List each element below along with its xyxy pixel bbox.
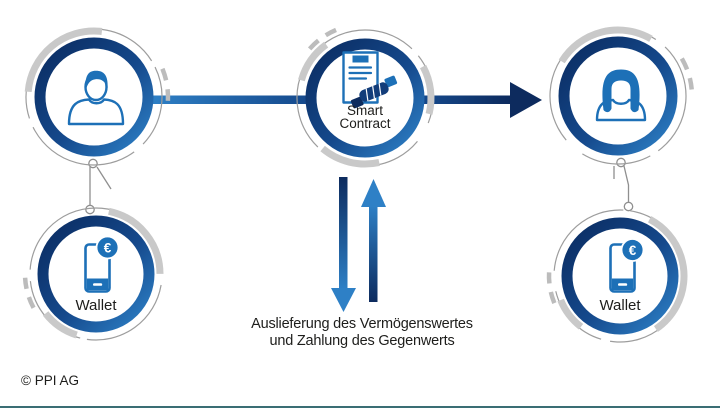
handshake-icon [350,75,398,109]
person-female-icon [595,69,647,122]
smartphone-euro-icon: € [84,235,120,293]
footer-rule [0,406,720,408]
euro-coin-icon [620,238,645,262]
smartphone-euro-icon: € [609,238,645,293]
seller-ring-decoration [17,20,171,174]
buyer-node [541,19,695,173]
exchange-caption-line2: und Zahlung des Gegenwerts [269,333,455,349]
euro-coin-icon [95,235,120,260]
euro-symbol: € [629,243,637,258]
seller-node [17,20,171,174]
seller-wallet-decoration [22,200,170,348]
buyer-wallet-node: € [546,202,694,350]
flow-arrow-seller-to-contract [150,95,308,104]
exchange-caption: Auslieferung des Vermögenswertes und Zah… [212,316,512,350]
contract-handshake-icon [342,51,398,109]
contract-ring-decoration [288,21,442,175]
seller-wallet-label: Wallet [75,297,117,314]
smart-contract-label: Smart Contract [339,103,391,131]
buyer-wallet-label: Wallet [599,297,641,314]
copyright-notice: © PPI AG [21,373,79,388]
person-male-icon [67,70,125,126]
exchange-caption-line1: Auslieferung des Vermögenswertes [251,316,473,332]
arrow-delivery-down [331,177,356,312]
buyer-wallet-decoration [546,202,694,350]
connector-seller-wallet [85,158,112,215]
euro-symbol: € [104,241,112,256]
flow-arrow-contract-to-buyer [422,82,542,118]
arrow-payment-up [361,179,386,302]
connector-buyer-wallet [613,157,634,212]
smart-contract-node [288,21,442,175]
seller-wallet-node: € [22,200,170,348]
buyer-circle [558,36,678,156]
